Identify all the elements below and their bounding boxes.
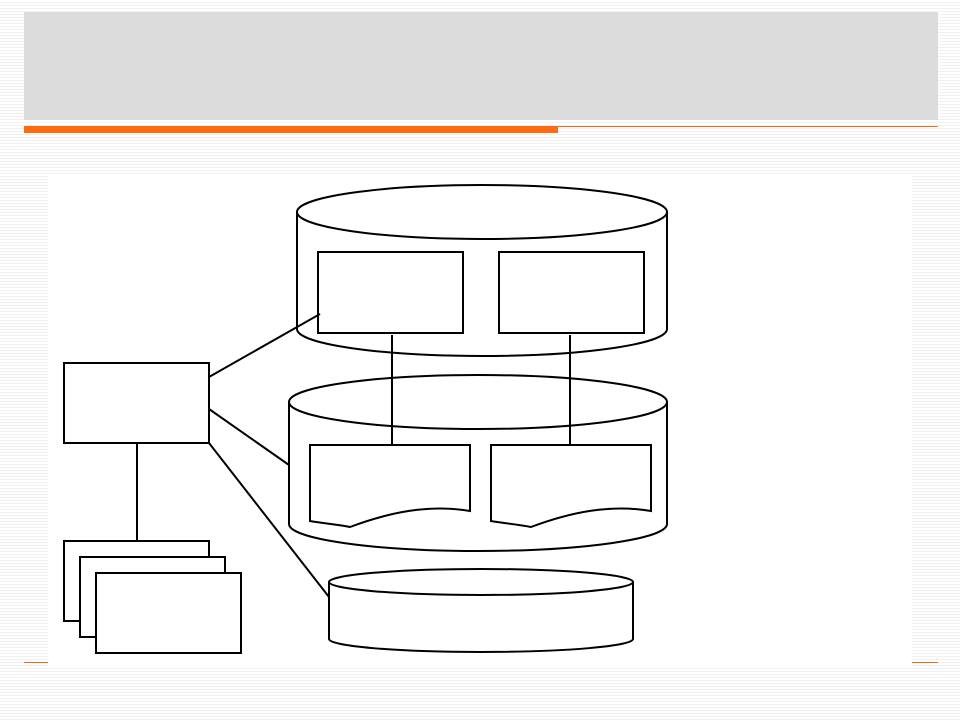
- footer-rule-right: [912, 662, 938, 663]
- top-box-left: [317, 251, 464, 334]
- top-box-right: [498, 251, 645, 334]
- connector-left-to-bottom-cylinder: [208, 442, 330, 598]
- top-cylinder-body: [296, 212, 668, 357]
- bottom-cylinder-lid: [328, 568, 634, 596]
- connector-left-to-top-cylinder: [208, 313, 321, 378]
- connector-left-to-middle-cylinder: [208, 408, 290, 466]
- top-cylinder: [296, 184, 668, 357]
- diagram-canvas: [48, 174, 912, 666]
- document-shape-right: [490, 444, 652, 529]
- slide-title-band: [24, 12, 938, 120]
- footer-rule-left: [24, 662, 52, 663]
- left-box: [63, 362, 210, 444]
- top-cylinder-lid: [296, 184, 668, 240]
- page-front: [95, 572, 242, 654]
- middle-cylinder: [288, 374, 668, 552]
- bottom-cylinder: [328, 568, 634, 653]
- accent-rule-thick: [24, 126, 558, 133]
- bottom-cylinder-body: [328, 582, 634, 653]
- document-shape-left: [309, 444, 471, 529]
- middle-cylinder-body: [288, 402, 668, 552]
- middle-cylinder-lid: [288, 374, 668, 430]
- accent-rule-thin: [558, 126, 938, 127]
- architecture-diagram: [63, 184, 668, 654]
- stacked-pages: [63, 540, 242, 654]
